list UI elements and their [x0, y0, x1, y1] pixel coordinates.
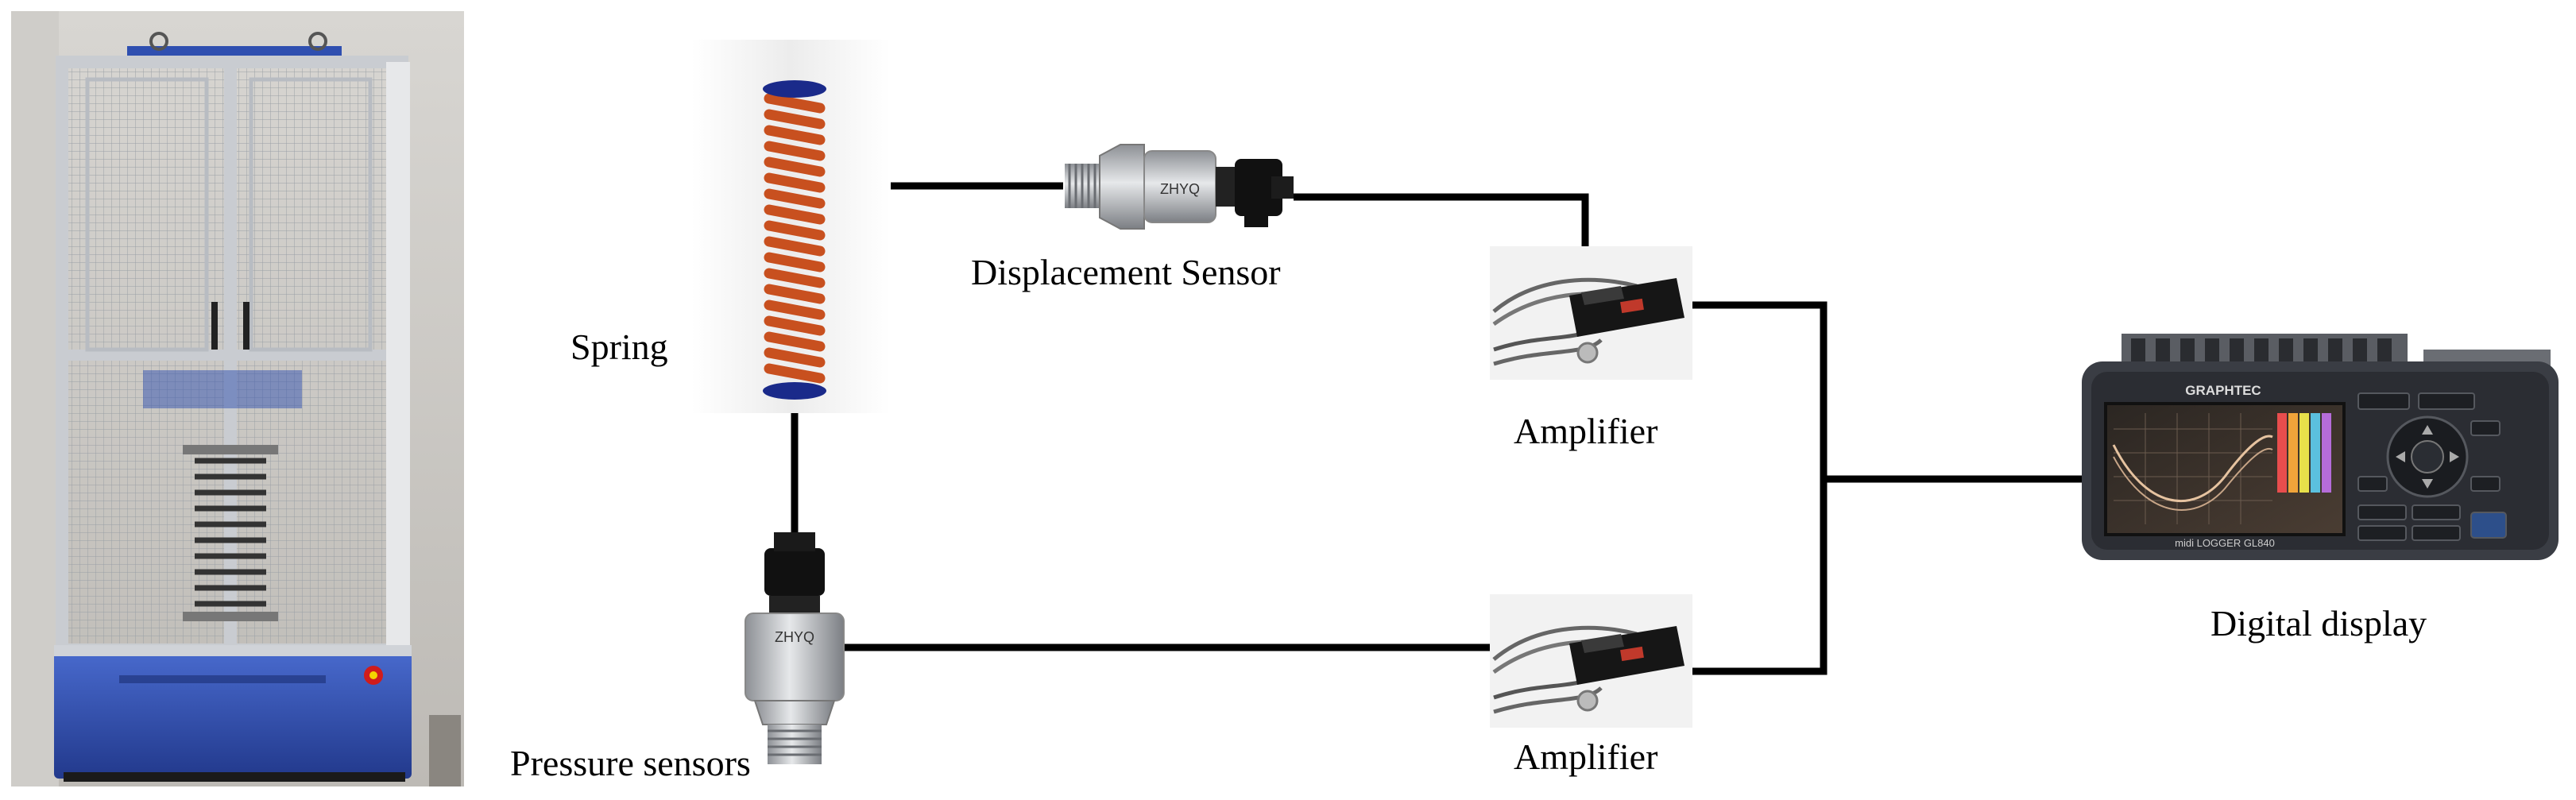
label-amplifier-bottom: Amplifier [1514, 736, 1657, 777]
pressure-sensor-image: ZHYQ [745, 532, 845, 764]
svg-text:ZHYQ: ZHYQ [775, 629, 814, 645]
logger-terminal [2353, 338, 2367, 362]
spring-coil [764, 93, 826, 114]
logger-terminal [2303, 338, 2318, 362]
digital-display-image: GRAPHTEC midi LOGGER GL840 [2082, 334, 2559, 560]
logger-terminal [2377, 338, 2392, 362]
spring-coil [764, 331, 826, 352]
spring-coil [764, 125, 826, 145]
label-spring: Spring [571, 327, 668, 367]
spring-coil [764, 204, 826, 225]
svg-text:ZHYQ: ZHYQ [1160, 181, 1200, 197]
amplifier-top-image [1490, 246, 1692, 380]
line-amplifier-top-to-bus [1692, 301, 1828, 675]
label-pressure-sensors: Pressure sensors [510, 743, 751, 783]
spring-coil [764, 157, 826, 177]
label-amplifier-top: Amplifier [1514, 411, 1657, 451]
spring-coil [764, 220, 826, 241]
spring-coil [764, 236, 826, 257]
label-displacement-sensor: Displacement Sensor [971, 252, 1281, 292]
testing-machine-image [11, 11, 464, 786]
logger-terminal [2230, 338, 2244, 362]
spring-coil [764, 268, 826, 288]
logger-terminal [2205, 338, 2219, 362]
displacement-sensor-image: ZHYQ [1065, 144, 1294, 230]
connection-lines [791, 182, 2090, 675]
spring-coil [764, 252, 826, 272]
logger-terminal [2279, 338, 2293, 362]
logger-terminal [2131, 338, 2145, 362]
spring-coil [764, 300, 826, 320]
logger-terminal [2180, 338, 2195, 362]
logger-terminal [2254, 338, 2269, 362]
spring-coil [764, 347, 826, 368]
svg-text:midi LOGGER GL840: midi LOGGER GL840 [2175, 537, 2275, 549]
spring-coil [764, 172, 826, 193]
logger-terminal [2156, 338, 2170, 362]
logger-terminal [2328, 338, 2342, 362]
spring-coil [764, 188, 826, 209]
spring-image [691, 40, 890, 413]
amplifier-bottom-image [1490, 594, 1692, 728]
label-digital-display: Digital display [2210, 603, 2427, 643]
spring-coil [764, 315, 826, 336]
svg-text:GRAPHTEC: GRAPHTEC [2185, 383, 2261, 398]
spring-coil [764, 284, 826, 304]
spring-coil [764, 141, 826, 161]
line-displacement-sensor-to-amplifier [1294, 193, 1589, 249]
spring-coil [764, 363, 826, 384]
spring-coil [764, 109, 826, 129]
